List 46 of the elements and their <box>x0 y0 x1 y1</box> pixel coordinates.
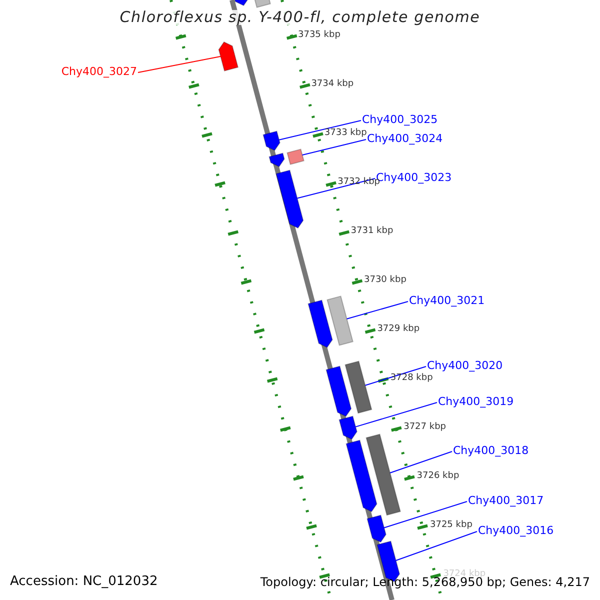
leader-line <box>390 451 452 474</box>
leader-line <box>364 366 426 386</box>
chart-title: Chloroflexus sp. Y-400-fl, complete genome <box>120 10 480 25</box>
gene-block <box>252 0 271 8</box>
scale-label: 3735 kbp <box>298 31 340 40</box>
gene-label: Chy400_3024 <box>367 133 443 144</box>
scale-label: 3728 kbp <box>390 374 433 383</box>
leader-line <box>278 120 362 140</box>
gene-feature <box>346 440 378 512</box>
gene-block <box>344 360 372 414</box>
gene-feature <box>262 130 280 152</box>
leader-line <box>346 301 408 320</box>
scale-label: 3729 kbp <box>377 325 420 334</box>
scale-label: 3726 kbp <box>416 472 460 481</box>
leader-line <box>138 53 235 73</box>
genome-info-text: Topology: circular; Length: 5,268,950 bp; Genes: 4,217 <box>260 576 590 588</box>
gene-feature <box>338 416 358 440</box>
scale-label: 3727 kbp <box>404 423 446 432</box>
gene-feature <box>366 514 386 543</box>
scale-label: 3725 kbp <box>430 521 472 530</box>
gene-label: Chy400_3018 <box>453 445 529 456</box>
gene-label: Chy400_3027 <box>61 66 137 77</box>
scale-label: 3730 kbp <box>364 276 406 285</box>
gene-label: Chy400_3020 <box>427 360 503 371</box>
gene-block <box>366 434 401 516</box>
gene-block <box>286 148 304 166</box>
gene-feature <box>218 41 239 72</box>
scale-label: 3734 kbp <box>311 80 354 89</box>
leader-line <box>395 531 478 562</box>
scale-label: 3733 kbp <box>324 129 367 138</box>
gene-feature <box>232 0 250 6</box>
gene-label: Chy400_3021 <box>409 295 485 306</box>
gene-feature <box>268 152 285 168</box>
leader-line <box>296 178 376 199</box>
leader-line <box>355 402 438 428</box>
gene-label: Chy400_3025 <box>362 114 438 125</box>
scale-label: 3731 kbp <box>350 227 394 236</box>
accession-text: Accession: NC_012032 <box>10 575 158 588</box>
gene-label: Chy400_3017 <box>468 495 544 506</box>
gene-feature <box>308 300 333 348</box>
gene-block <box>326 296 354 346</box>
leader-line <box>384 501 468 528</box>
gene-label: Chy400_3019 <box>438 396 514 407</box>
gene-label: Chy400_3016 <box>478 525 554 536</box>
gene-feature <box>276 170 304 229</box>
leader-line <box>302 139 366 156</box>
